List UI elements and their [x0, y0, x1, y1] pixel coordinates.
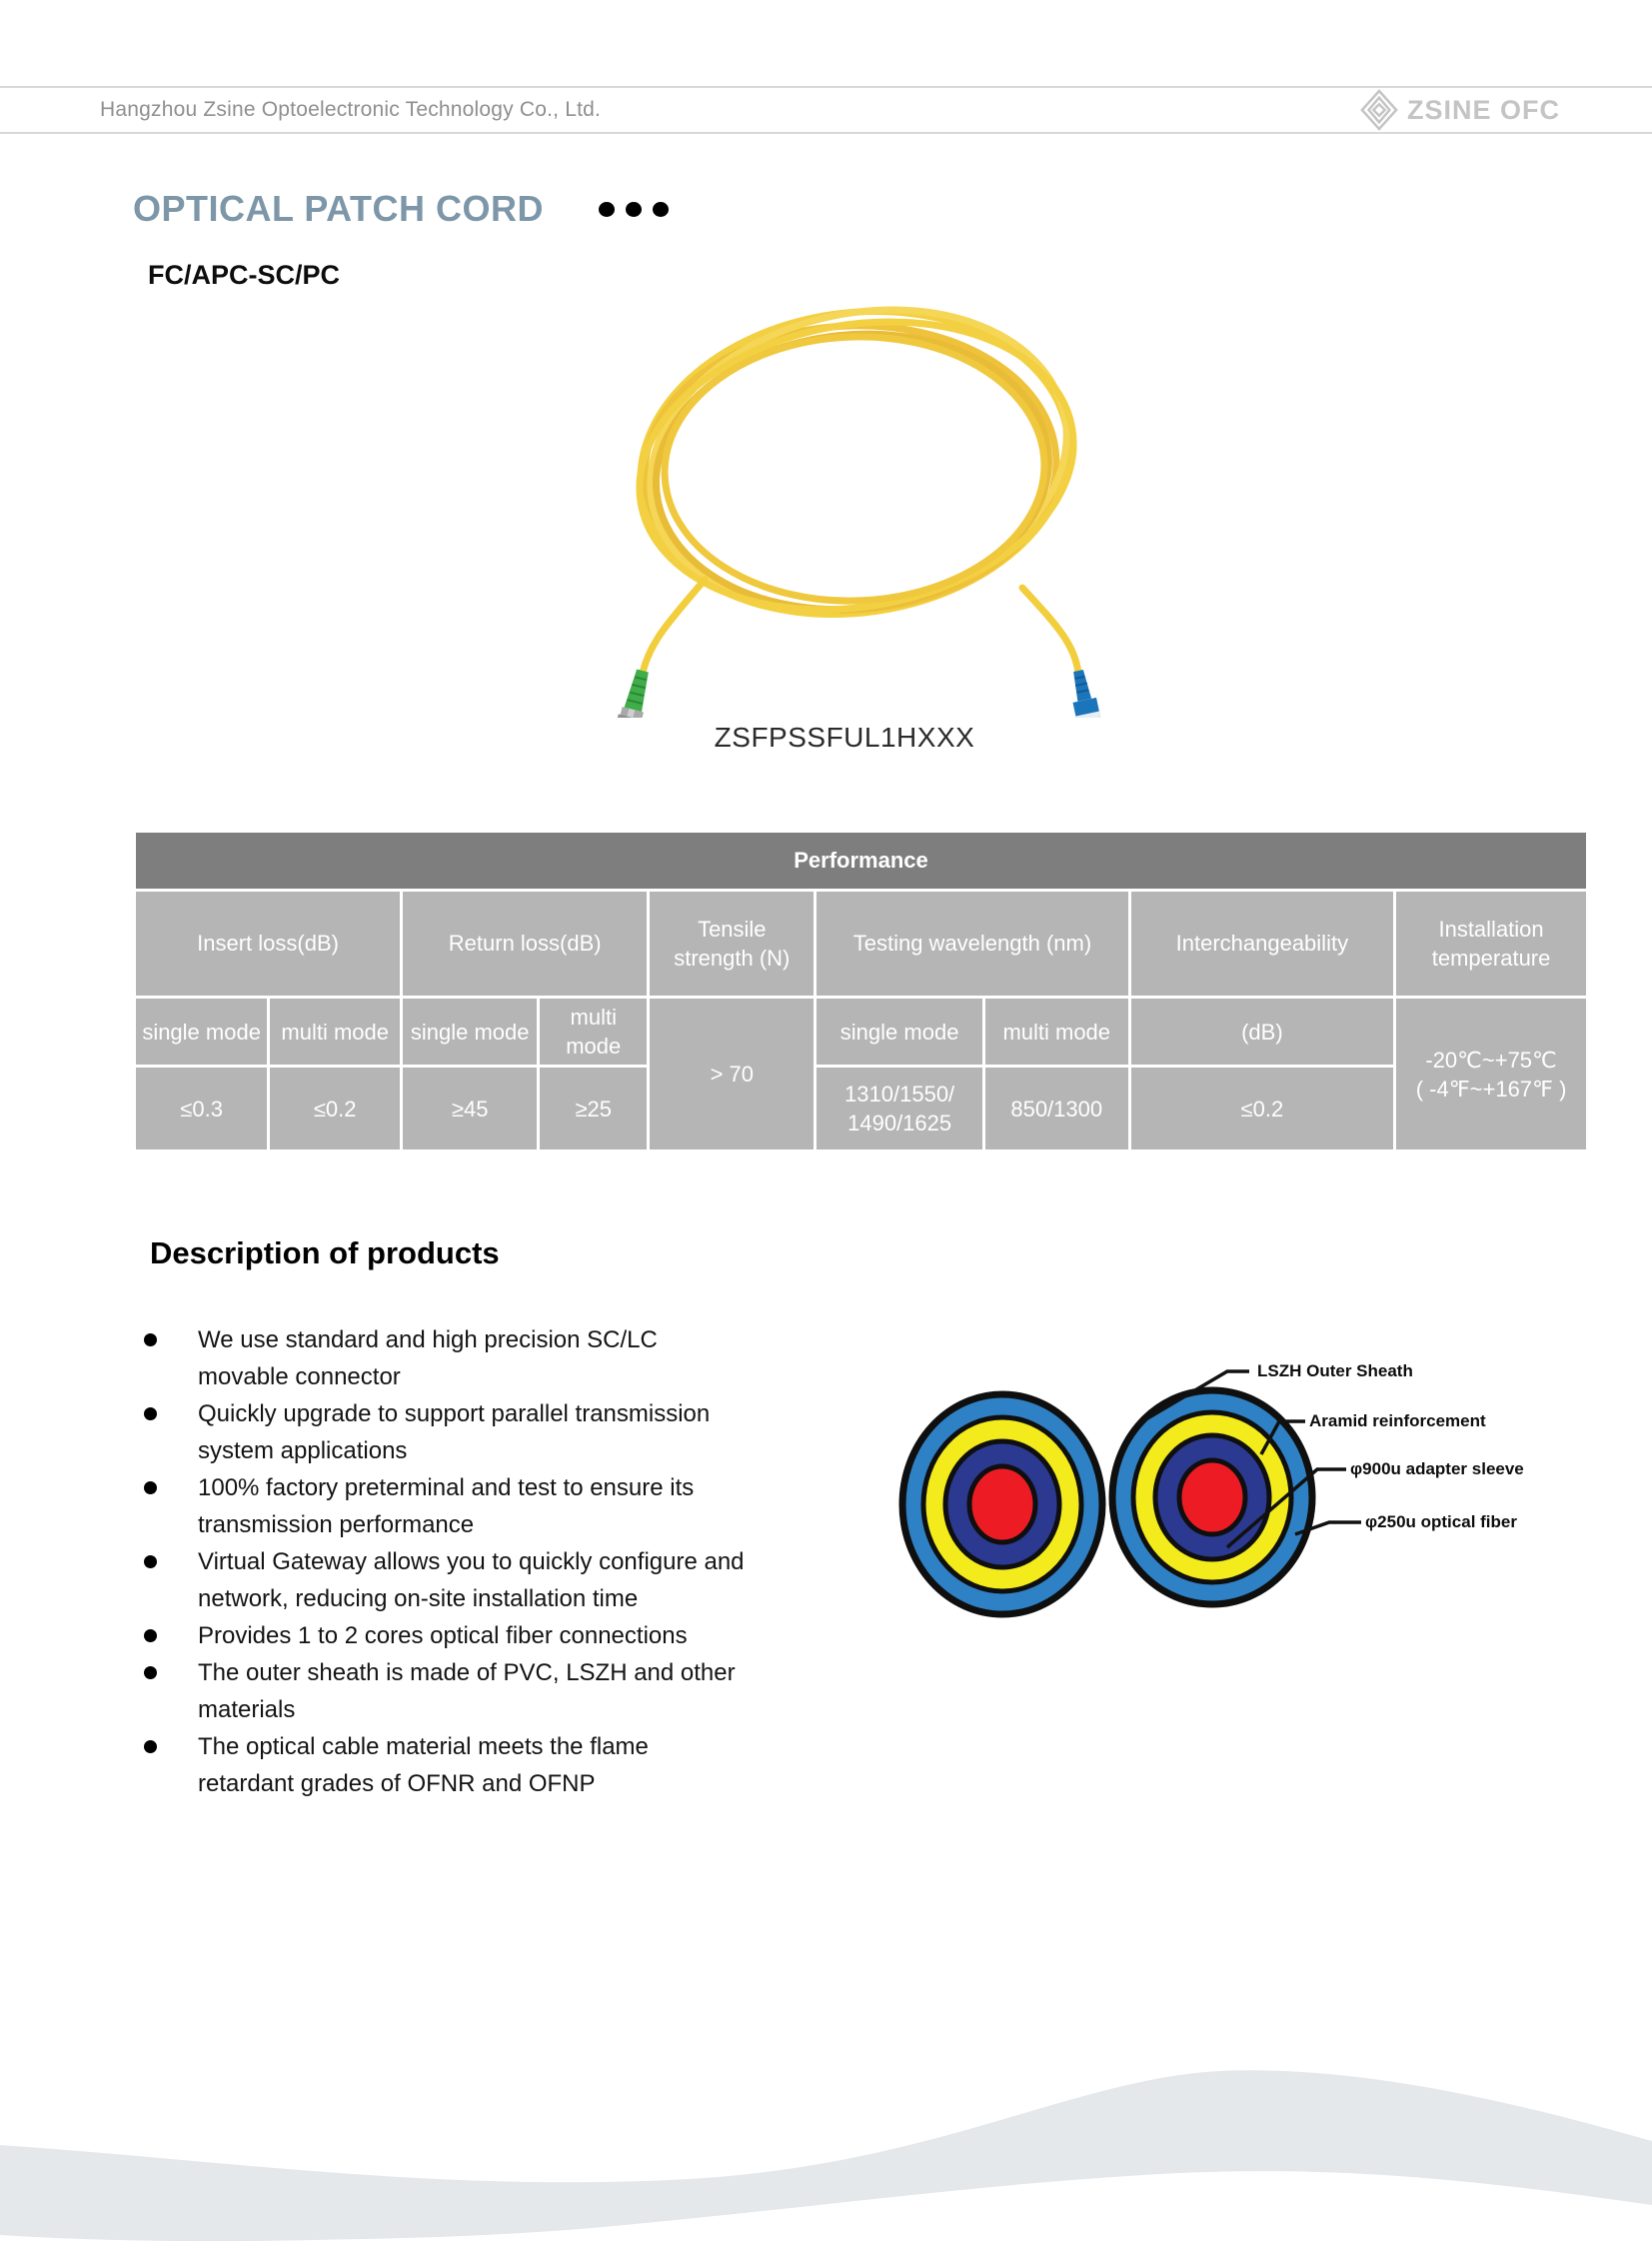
perf-value-interchangeability: ≤0.2	[1130, 1068, 1394, 1150]
bullet-icon	[144, 1629, 157, 1642]
bullet-text: The outer sheath is made of PVC, LSZH an…	[198, 1659, 736, 1723]
perf-value-insert-single: ≤0.3	[136, 1068, 268, 1150]
list-item: The outer sheath is made of PVC, LSZH an…	[136, 1654, 756, 1728]
perf-header-interchangeability: Interchangeability	[1130, 892, 1394, 996]
perf-value-insert-multi: ≤0.2	[270, 1068, 401, 1150]
list-item: Provides 1 to 2 cores optical fiber conn…	[136, 1617, 756, 1654]
patch-cord-photo	[615, 306, 1104, 718]
fc-apc-connector	[615, 669, 649, 718]
perf-sub-interchangeability-unit: (dB)	[1130, 999, 1394, 1066]
page-title: OPTICAL PATCH CORD	[133, 188, 544, 229]
perf-sub-testing-single: single mode	[817, 999, 982, 1066]
title-row: OPTICAL PATCH CORD	[133, 188, 669, 230]
sc-pc-connector	[1072, 669, 1104, 718]
perf-sub-insert-multi: multi mode	[270, 999, 401, 1066]
perf-sub-insert-single: single mode	[136, 999, 268, 1066]
list-item: Quickly upgrade to support parallel tran…	[136, 1395, 756, 1469]
page-header: Hangzhou Zsine Optoelectronic Technology…	[0, 86, 1652, 134]
diagram-label-adapter-sleeve: φ900u adapter sleeve	[1350, 1459, 1524, 1478]
wavelength-line2: 1490/1625	[847, 1111, 952, 1136]
diagram-label-optical-fiber: φ250u optical fiber	[1365, 1512, 1517, 1531]
core-circle-right	[1108, 1386, 1316, 1608]
bullet-text: The optical cable material meets the fla…	[198, 1733, 649, 1797]
company-name: Hangzhou Zsine Optoelectronic Technology…	[100, 98, 602, 121]
perf-value-return-single: ≥45	[403, 1068, 538, 1150]
perf-value-tensile: > 70	[650, 999, 815, 1150]
dot-icon	[626, 201, 642, 217]
list-item: Virtual Gateway allows you to quickly co…	[136, 1543, 756, 1617]
perf-header-return-loss: Return loss(dB)	[403, 892, 648, 996]
list-item: We use standard and high precision SC/LC…	[136, 1321, 756, 1395]
perf-header-insert-loss: Insert loss(dB)	[136, 892, 401, 996]
diamond-logo-icon	[1360, 89, 1398, 131]
list-item: 100% factory preterminal and test to ens…	[136, 1469, 756, 1543]
brand-text: ZSINE OFC	[1406, 94, 1560, 125]
bullet-icon	[144, 1333, 157, 1346]
perf-value-testing-multi: 850/1300	[984, 1068, 1128, 1150]
product-subtitle: FC/APC-SC/PC	[148, 260, 341, 290]
perf-sub-return-multi: multi mode	[540, 999, 648, 1066]
performance-table-title: Performance	[136, 833, 1586, 889]
product-code: ZSFPSSFUL1HXXX	[714, 722, 975, 753]
perf-value-temperature: -20℃~+75℃ ( -4℉~+167℉ )	[1396, 999, 1586, 1150]
bullet-icon	[144, 1666, 157, 1679]
temperature-fahrenheit: ( -4℉~+167℉ )	[1415, 1076, 1567, 1102]
bullet-text: Virtual Gateway allows you to quickly co…	[198, 1548, 745, 1612]
bullet-text: 100% factory preterminal and test to ens…	[198, 1474, 695, 1538]
perf-value-testing-single: 1310/1550/ 1490/1625	[817, 1068, 982, 1150]
description-heading: Description of products	[150, 1235, 500, 1270]
bullet-text: We use standard and high precision SC/LC…	[198, 1326, 658, 1390]
diagram-label-aramid: Aramid reinforcement	[1309, 1411, 1486, 1430]
bullet-icon	[144, 1740, 157, 1753]
title-dots	[599, 201, 669, 217]
footer-wave-decoration	[0, 2070, 1652, 2242]
temperature-celsius: -20℃~+75℃	[1425, 1047, 1557, 1073]
bullet-text: Provides 1 to 2 cores optical fiber conn…	[198, 1622, 688, 1649]
bullet-icon	[144, 1481, 157, 1494]
perf-value-return-multi: ≥25	[540, 1068, 648, 1150]
cable-cross-section-diagram	[898, 1369, 1361, 1618]
description-bullet-list: We use standard and high precision SC/LC…	[136, 1321, 756, 1802]
perf-header-installation-temperature: Installation temperature	[1396, 892, 1586, 996]
dot-icon	[653, 201, 669, 217]
bullet-text: Quickly upgrade to support parallel tran…	[198, 1400, 711, 1464]
bullet-icon	[144, 1407, 157, 1420]
brand-logo: ZSINE OFC	[1360, 89, 1560, 131]
diagram-label-outer-sheath: LSZH Outer Sheath	[1257, 1361, 1413, 1380]
core-circle-left	[898, 1390, 1106, 1618]
leader-lines	[1136, 1369, 1361, 1549]
wavelength-line1: 1310/1550/	[844, 1082, 955, 1108]
bullet-icon	[144, 1555, 157, 1568]
perf-sub-testing-multi: multi mode	[984, 999, 1128, 1066]
dot-icon	[599, 201, 615, 217]
performance-table: Performance Insert loss(dB) Return loss(…	[133, 830, 1589, 1152]
list-item: The optical cable material meets the fla…	[136, 1728, 756, 1802]
perf-header-testing-wavelength: Testing wavelength (nm)	[817, 892, 1128, 996]
perf-header-tensile-strength: Tensile strength (N)	[650, 892, 815, 996]
perf-sub-return-single: single mode	[403, 999, 538, 1066]
